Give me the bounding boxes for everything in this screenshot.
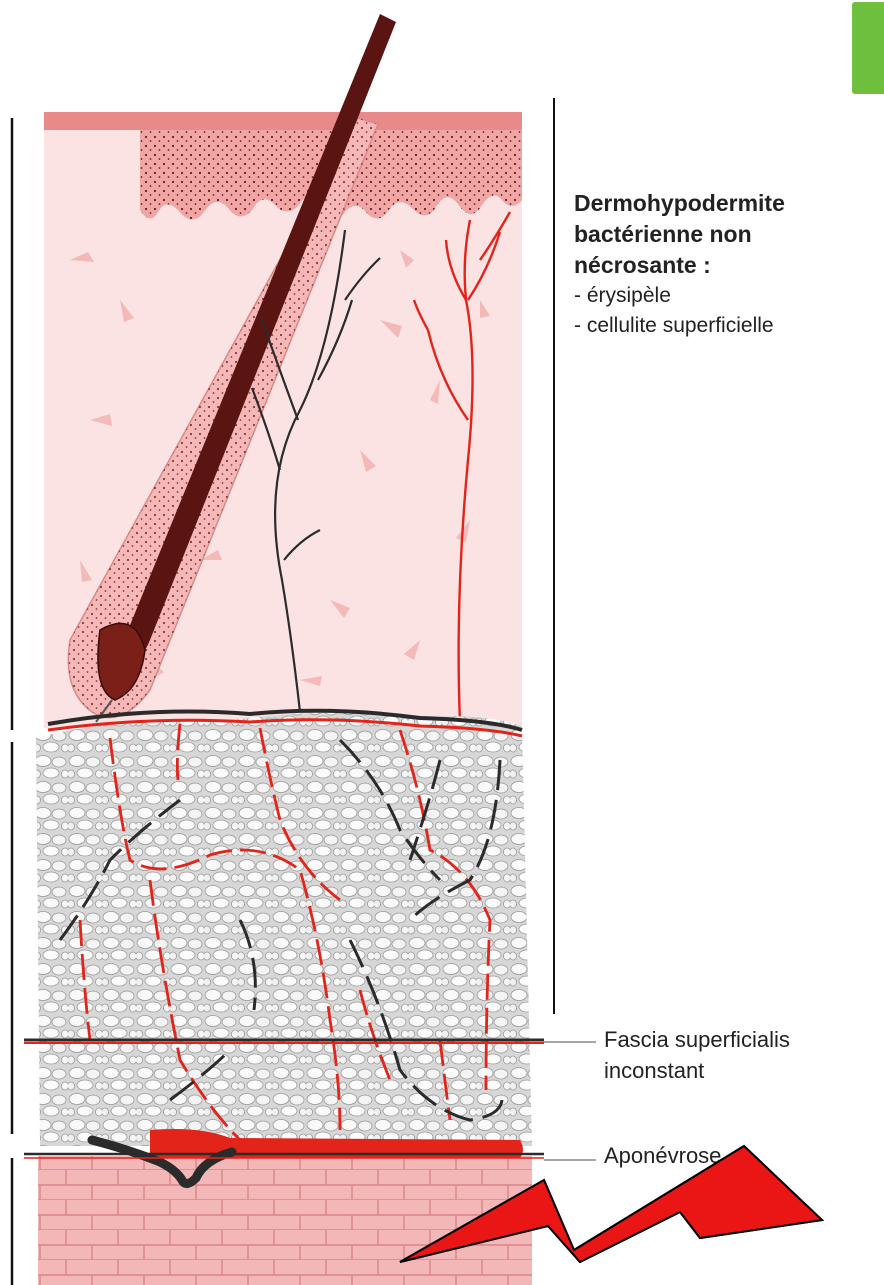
annotation-title-line-2: bactérienne non [574,219,785,250]
fascia-label: Fascia superficialis inconstant [604,1024,790,1086]
annotation-block: Dermohypodermite bactérienne non nécrosa… [574,188,785,341]
aponeurosis-label-text: Aponévrose [604,1140,721,1171]
annotation-item-erysipele: - érysipèle [574,281,785,311]
annotation-title-line-3: nécrosante : [574,250,785,281]
hypodermis-layer [36,713,532,1146]
green-corner-tab [852,2,884,94]
muscle-layer [38,1156,532,1285]
aponeurosis-label: Aponévrose [604,1140,721,1171]
fascia-label-line-2: inconstant [604,1055,790,1086]
annotation-item-cellulite: - cellulite superficielle [574,311,785,341]
fascia-label-line-1: Fascia superficialis [604,1024,790,1055]
annotation-title-line-1: Dermohypodermite [574,188,785,219]
